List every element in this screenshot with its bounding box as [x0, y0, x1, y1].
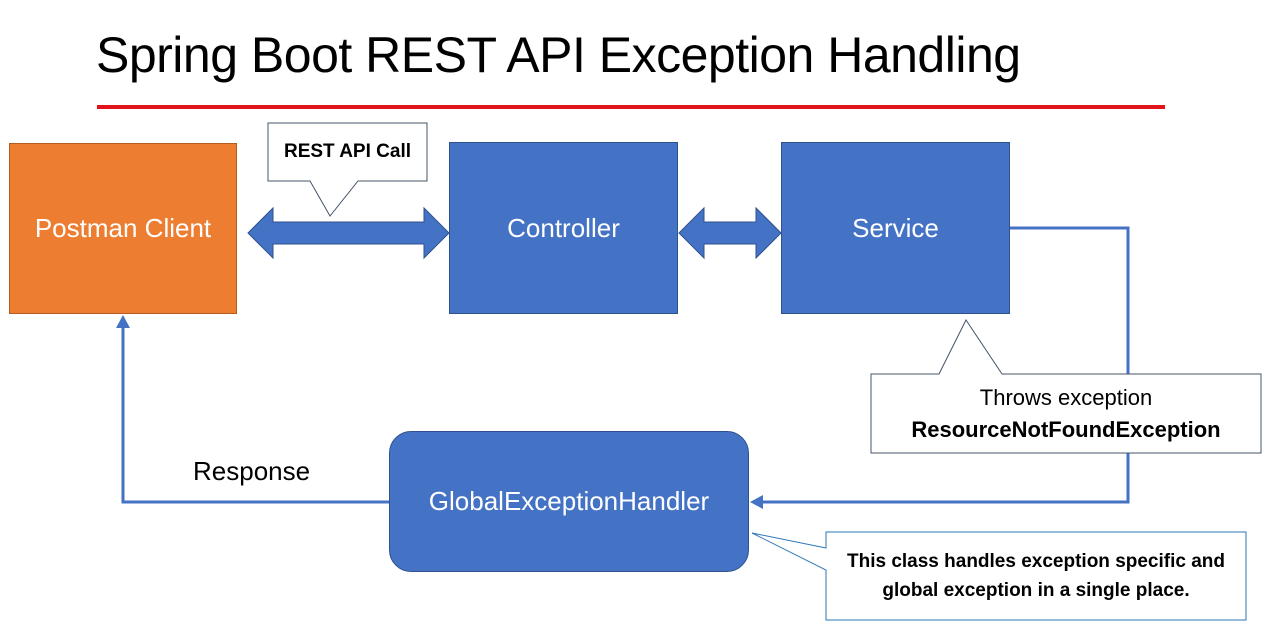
page-title: Spring Boot REST API Exception Handling [96, 27, 1021, 83]
response-label: Response [193, 456, 311, 486]
client-controller-double-arrow [247, 206, 450, 260]
service-to-handler-connector [760, 226, 1130, 504]
controller-node: Controller [449, 142, 678, 314]
handler-arrowhead [750, 495, 763, 509]
handler-to-client-connector [121, 326, 389, 504]
controller-service-double-arrow [678, 206, 782, 260]
rest-call-label: REST API Call [283, 141, 412, 162]
global-exception-handler-node: GlobalExceptionHandler [389, 431, 749, 572]
postman-client-label: Postman Client [34, 213, 212, 243]
throws-exception-text: Throws exception ResourceNotFoundExcepti… [871, 374, 1261, 453]
global-exception-handler-label: GlobalExceptionHandler [428, 486, 710, 516]
throws-exception-line1: Throws exception [979, 384, 1153, 410]
client-arrowhead [116, 315, 130, 328]
title-underline [97, 105, 1165, 109]
throws-exception-line2: ResourceNotFoundException [911, 416, 1221, 442]
rest-call-text: REST API Call [268, 123, 427, 181]
controller-label: Controller [507, 212, 620, 243]
throws-exception-callout [870, 319, 1262, 454]
postman-client-node: Postman Client [9, 143, 237, 314]
rest-call-callout [267, 122, 428, 217]
service-node: Service [781, 142, 1010, 314]
service-label: Service [852, 212, 939, 243]
handler-description-callout [751, 531, 1247, 621]
handler-description-line2: global exception in a single place. [882, 580, 1190, 601]
handler-description-line1: This class handles exception specific an… [846, 551, 1226, 572]
handler-description-text: This class handles exception specific an… [826, 532, 1246, 620]
